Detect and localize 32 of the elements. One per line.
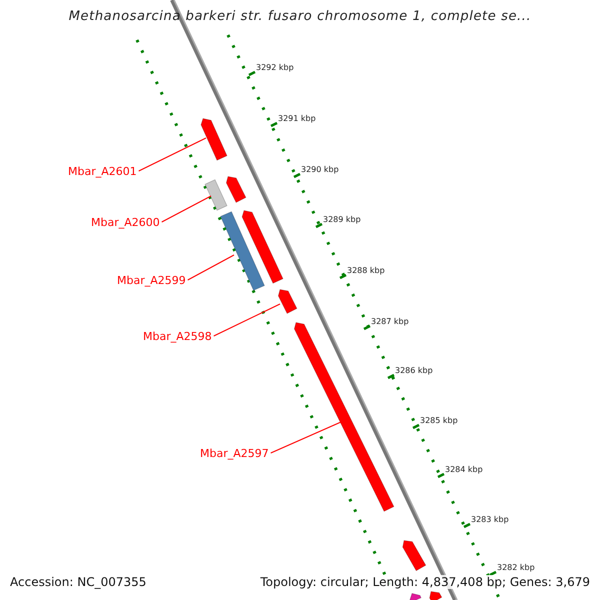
gene-feature (226, 176, 246, 203)
gene-feature (429, 591, 442, 600)
scale-label: 3288 kbp (347, 266, 385, 275)
gene-feature (278, 289, 298, 314)
scale-label: 3290 kbp (301, 165, 339, 174)
leader-line (161, 196, 212, 222)
gene-feature (410, 593, 422, 600)
gene-feature (200, 118, 228, 161)
gene-label: Mbar_A2601 (68, 165, 137, 178)
leader-line (213, 304, 280, 336)
scale-label: 3282 kbp (497, 563, 535, 572)
summary-text: Topology: circular; Length: 4,837,408 bp; Genes: 3,679 (260, 575, 590, 589)
scale-label: 3291 kbp (278, 114, 316, 123)
scale-label: 3283 kbp (471, 515, 509, 524)
accession-text: Accession: NC_007355 (10, 575, 146, 589)
map-title: Methanosarcina barkeri str. fusaro chromosome 1, complete se... (68, 9, 532, 24)
gene-feature (220, 211, 265, 291)
scale-label: 3292 kbp (256, 63, 294, 72)
leader-line (187, 254, 234, 280)
gene-label: Mbar_A2599 (117, 274, 186, 287)
leader-line (138, 138, 206, 172)
gene-feature (242, 210, 284, 284)
scale-label: 3284 kbp (445, 465, 483, 474)
gene-feature (402, 540, 426, 572)
scale-label: 3285 kbp (420, 416, 458, 425)
leader-line (270, 422, 342, 454)
scale-label: 3289 kbp (323, 215, 361, 224)
gene-label: Mbar_A2600 (91, 216, 160, 229)
scale-label: 3287 kbp (371, 317, 409, 326)
gene-label: Mbar_A2598 (143, 330, 212, 343)
gene-feature (204, 179, 228, 211)
gene-label: Mbar_A2597 (200, 447, 269, 460)
